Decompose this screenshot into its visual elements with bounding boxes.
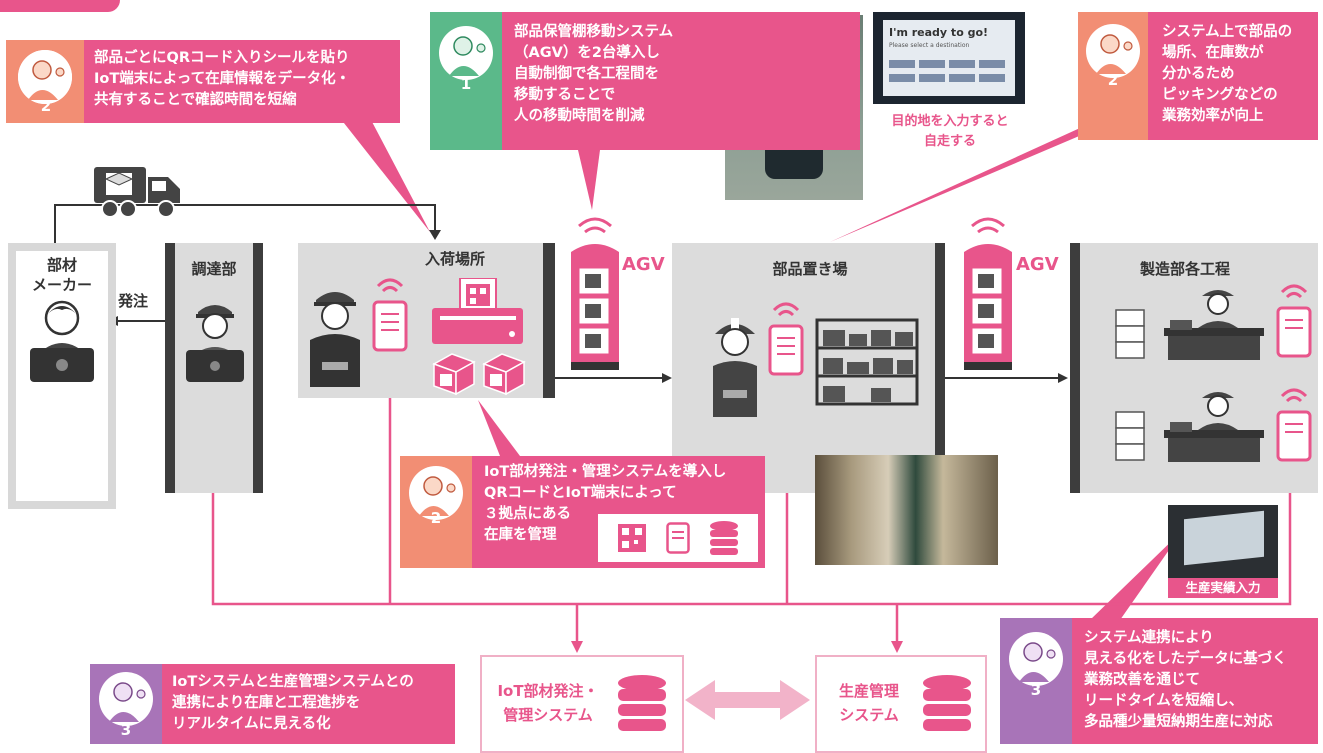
callout-number: 2 [40,97,52,115]
callout-realtime: 3 IoTシステムと生産管理システムとの 連携により在庫と工程進捗を リアルタイ… [90,664,455,744]
storage-worker-icon [713,318,757,417]
production-system-label: 生産管理 システム [838,682,899,724]
callout-text: システム上で部品の 場所、在庫数が 分かるため ピッキングなどの 業務効率が向上 [1162,24,1293,124]
zone-manufacturing-title: 製造部各工程 [1139,260,1230,278]
callout-text: IoT部材発注・管理システムを導入し QRコードとIoT端末によって ３拠点にあ… [484,464,727,543]
callout-pointer-kaizen [1090,530,1183,620]
agv-robot-icon [571,217,619,370]
flow-arrow-2-head [1058,373,1068,383]
database-icon [618,675,666,731]
callout-number: 3 [120,721,132,739]
parts-boxes-icon [432,353,526,396]
agv-photo-caption: 目的地を入力すると 自走する [891,114,1009,149]
zone-procurement-title: 調達部 [191,260,237,278]
zone-maker-title: 部材 メーカー [31,256,92,294]
callout-pointer-picking [830,128,1098,242]
parts-storage-wall [935,243,945,493]
storage-tablet-icon [768,302,804,376]
route-arrow-head [429,230,441,240]
callout-number: 2 [430,509,442,527]
callout-pointer-iot [478,400,520,456]
callout-qr-sticker: 2 部品ごとにQRコード入りシールを貼り IoT端末によって在庫情報をデータ化・… [6,40,400,123]
presenter-icon [99,672,153,726]
manufacturing-station-1 [1115,290,1264,360]
iot-system-label: IoT部材発注・ 管理システム [497,682,599,724]
manufacturing-tablet-1 [1276,284,1312,358]
presenter-icon [1086,24,1140,78]
tablet-icon [666,522,690,554]
production-system-box: 生産管理 システム [815,655,987,753]
truck-icon [94,167,180,218]
network-arrow-production [891,641,903,653]
agv-screen-photo: I'm ready to go! Please select a destina… [873,12,1025,104]
warehouse-photo [815,455,998,565]
callout-kaizen: 3 システム連携により 見える化をしたデータに基づく 業務改善を通じて リードタ… [1000,618,1318,744]
storage-shelf-icon [815,318,919,406]
presenter-icon [18,50,72,104]
database-icon [710,521,738,555]
flow-arrow-1-head [662,373,672,383]
agv-label-2: AGV [1016,254,1059,275]
callout-number: 1 [460,75,472,93]
qr-printer-icon [432,278,523,344]
manufacturing-wall [1070,243,1080,493]
iot-system-box: IoT部材発注・ 管理システム [480,655,684,753]
procurement-wall-right [253,243,263,493]
production-photo [1168,505,1278,580]
callout-number: 2 [1107,71,1119,89]
receiving-worker-icon [310,292,360,387]
callout-number: 3 [1030,681,1042,699]
qr-code-icon [618,524,646,552]
receiving-wall [543,243,555,398]
maker-worker-icon [30,300,94,382]
presenter-icon [409,466,463,520]
callout-text: IoTシステムと生産管理システムとの 連携により在庫と工程進捗を リアルタイムに… [172,674,414,732]
order-label: 発注 [118,292,149,310]
callout-picking: 2 システム上で部品の 場所、在庫数が 分かるため ピッキングなどの 業務効率が… [1078,12,1318,140]
zone-receiving-title: 入荷場所 [424,250,485,268]
network-arrow-iot [571,641,583,653]
callout-text: システム連携により 見える化をしたデータに基づく 業務改善を通じて リードタイム… [1084,630,1287,730]
double-arrow [685,680,810,720]
database-icon [923,675,971,731]
procurement-wall-left [165,243,175,493]
zone-parts-storage-title: 部品置き場 [772,260,848,278]
callout-text: 部品ごとにQRコード入りシールを貼り IoT端末によって在庫情報をデータ化・ 共… [94,50,351,108]
manufacturing-station-2 [1115,392,1264,462]
agv-screen-subtext: Please select a destination [889,42,970,49]
callout-agv-system: 1 部品保管棚移動システム （AGV）を2台導入し 自動制御で各工程間を 移動す… [430,12,860,150]
callout-iot-ordering: 2 IoT部材発注・管理システムを導入し QRコードとIoT端末によって ３拠点… [400,456,765,568]
procurement-worker-icon [186,305,244,382]
receiving-tablet-icon [372,278,408,352]
presenter-icon [1009,632,1063,686]
agv-label-1: AGV [622,254,665,275]
manufacturing-tablet-2 [1276,388,1312,462]
callout-pointer-agv [578,150,600,210]
corner-tab [0,0,120,12]
agv-robot-icon-2 [964,217,1012,370]
callout-pointer-qr [340,118,430,232]
callout-text: 部品保管棚移動システム （AGV）を2台導入し 自動制御で各工程間を 移動するこ… [514,24,674,124]
agv-screen-text: I'm ready to go! [889,26,989,39]
network-bus [211,420,1292,606]
production-input-label: 生産実績入力 [1168,578,1278,598]
truck-route [54,204,436,243]
presenter-icon [439,26,493,80]
